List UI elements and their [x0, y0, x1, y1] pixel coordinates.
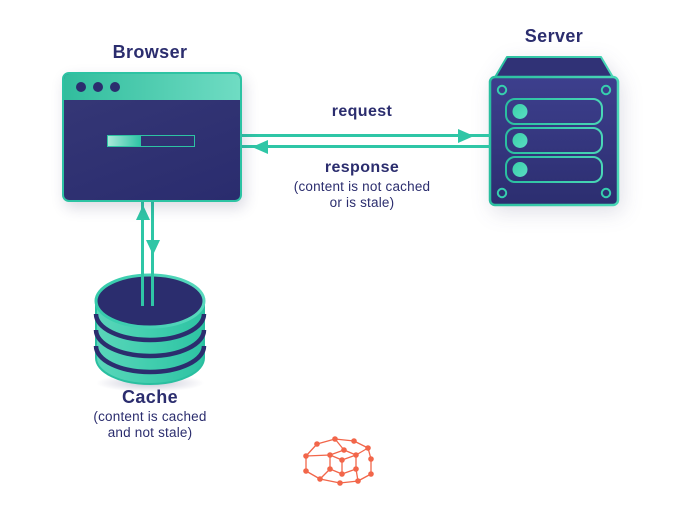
- response-label: response: [324, 159, 400, 176]
- server-bay-row: [505, 156, 603, 183]
- server-rack-icon: [488, 56, 620, 207]
- window-dot-icon: [93, 82, 103, 92]
- server-bay-row: [505, 98, 603, 125]
- progress-bar-fill: [108, 136, 141, 146]
- screw-icon: [600, 84, 612, 96]
- response-caption-line2: or is stale): [329, 194, 395, 210]
- cache-read-line: [141, 200, 144, 306]
- database-cylinder-icon: [93, 273, 207, 392]
- response-line: [237, 145, 490, 148]
- browser-label: Browser: [112, 42, 188, 62]
- screw-icon: [496, 84, 508, 96]
- cache-label: Cache: [121, 387, 179, 407]
- server-bay-row: [505, 127, 603, 154]
- window-dot-icon: [110, 82, 120, 92]
- progress-bar: [107, 135, 195, 147]
- arrowhead-up-icon: [135, 205, 150, 220]
- browser-titlebar: [64, 74, 240, 100]
- request-label: request: [331, 103, 393, 120]
- arrowhead-right-icon: [458, 128, 474, 143]
- cache-caption-line2: and not stale): [107, 424, 193, 440]
- window-dot-icon: [76, 82, 86, 92]
- arrowhead-left-icon: [252, 139, 268, 154]
- cache-caption-line1: (content is cached: [93, 409, 207, 424]
- screw-icon: [496, 187, 508, 199]
- arrowhead-down-icon: [145, 240, 160, 255]
- request-line: [237, 134, 490, 137]
- browser-window-icon: [62, 72, 242, 202]
- response-caption-line1: (content is not cached: [293, 179, 431, 194]
- screw-icon: [600, 187, 612, 199]
- response-caption: (content is not cached or is stale): [242, 179, 482, 211]
- server-label: Server: [524, 26, 584, 46]
- cache-caption: (content is cached and not stale): [68, 409, 232, 441]
- wireframe-3d-logo-icon: [303, 436, 374, 486]
